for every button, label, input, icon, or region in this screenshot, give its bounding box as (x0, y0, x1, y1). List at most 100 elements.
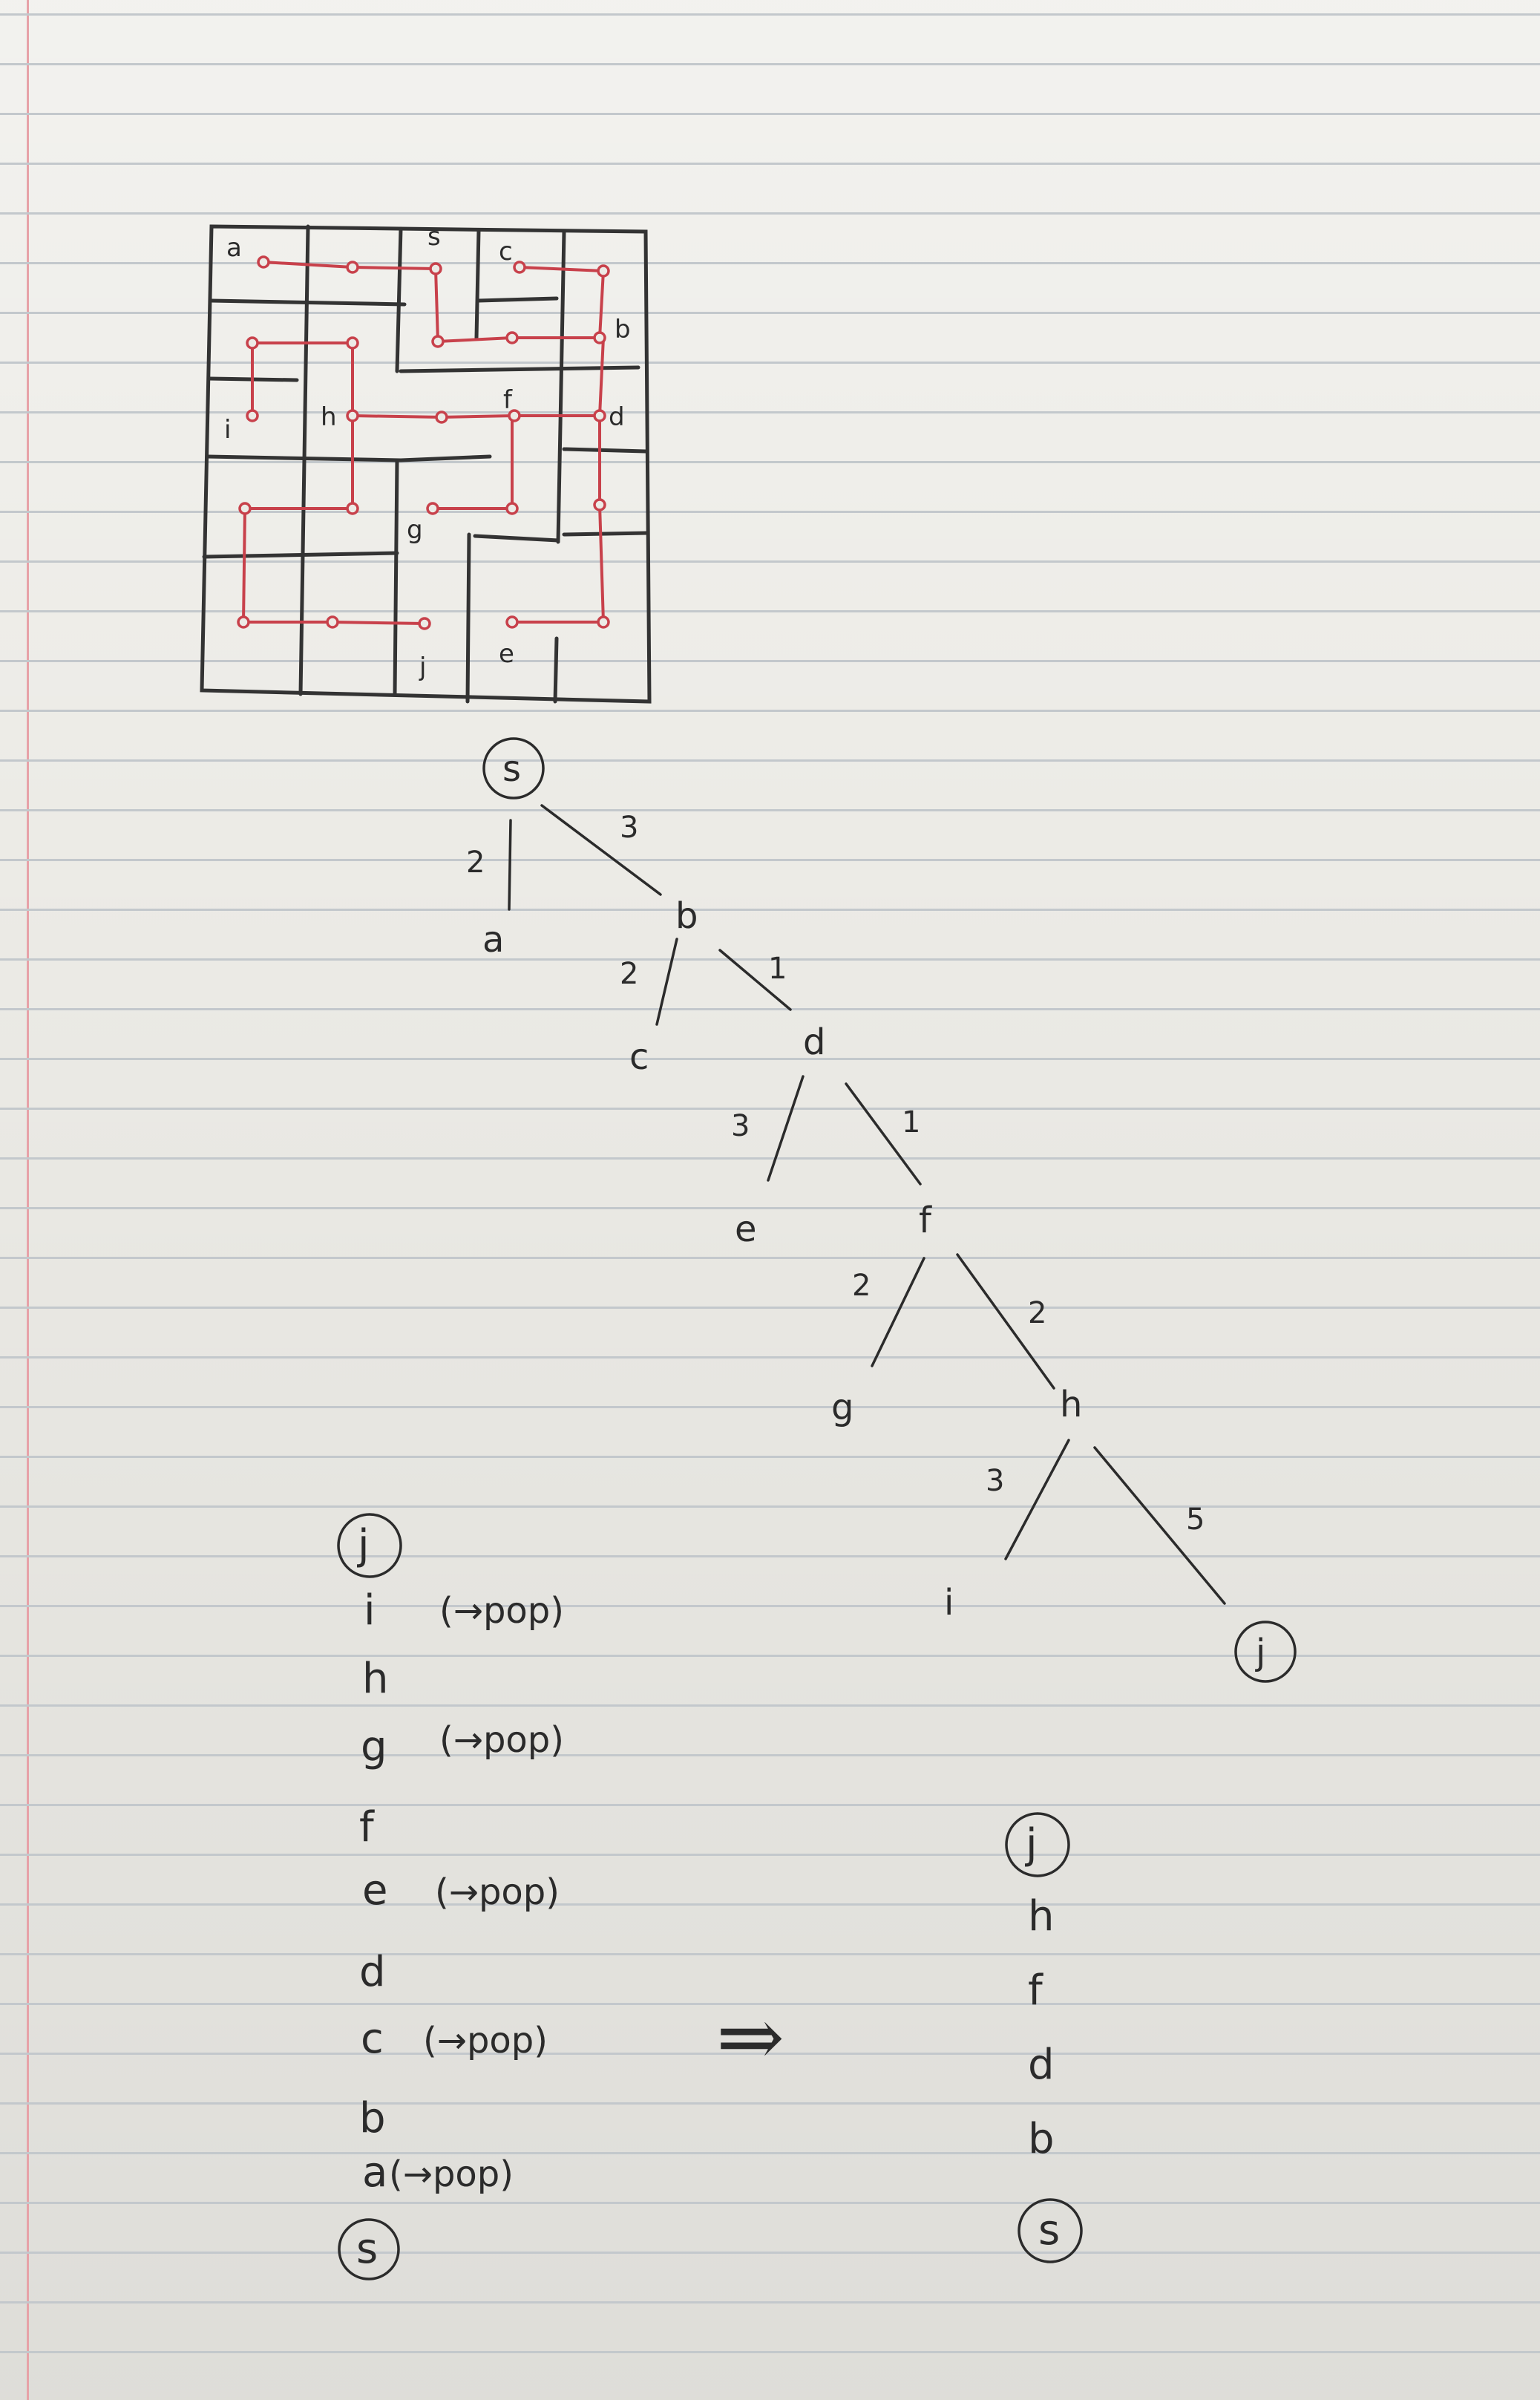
ruled-line (0, 63, 1540, 65)
path-item: s (1038, 2206, 1060, 2255)
ruled-line (0, 1804, 1540, 1806)
maze-label: s (427, 222, 441, 252)
stack-trace: j i (→pop) h g (→pop) f e (→pop) d c (→p… (337, 1513, 564, 2280)
maze-label: b (615, 315, 631, 344)
ruled-line (0, 2202, 1540, 2204)
tree-node-label: s (502, 748, 521, 790)
circled-start-node (482, 737, 545, 800)
maze-nodes (237, 255, 610, 630)
ruled-line (0, 909, 1540, 911)
tree-nodes: s a b c d e f g h i j (482, 737, 1297, 1683)
path-item: d (1028, 2041, 1055, 2089)
circled-path-goal (1005, 1812, 1070, 1877)
edge-weight-label: 2 (1028, 1296, 1046, 1330)
edge-weight-label: 3 (986, 1464, 1004, 1498)
edge-weight-label: 1 (768, 952, 787, 986)
stack-item: i (364, 1586, 376, 1635)
search-tree: 2 3 2 1 3 1 2 2 3 5 s a b c d e f g h i … (466, 737, 1297, 1683)
tree-node-label: b (675, 895, 698, 937)
tree-edge (540, 804, 662, 896)
ruled-line (0, 163, 1540, 165)
stack-item: e (362, 1866, 387, 1915)
ruled-line (0, 759, 1540, 762)
maze-label: c (499, 237, 513, 267)
ruled-line (0, 1754, 1540, 1756)
stack-item: b (359, 2094, 386, 2142)
stack-item: d (359, 1948, 386, 1996)
edge-weight-label: 1 (902, 1105, 920, 1139)
ruled-line (0, 2152, 1540, 2154)
ruled-line (0, 461, 1540, 463)
edge-weight-label: 2 (852, 1269, 871, 1303)
ruled-line (0, 1058, 1540, 1060)
path-item: j (1024, 1820, 1038, 1868)
edge-weight-label: 2 (466, 846, 485, 880)
ruled-line (0, 511, 1540, 513)
edge-weight-label: 2 (620, 957, 638, 991)
path-item: b (1028, 2115, 1055, 2163)
ruled-line (0, 660, 1540, 662)
maze-label: i (224, 415, 231, 445)
ruled-line (0, 1356, 1540, 1358)
margin-line (27, 0, 29, 2400)
maze-label: f (503, 385, 513, 415)
tree-node-label: a (482, 919, 504, 961)
stack-item: f (359, 1803, 375, 1851)
ruled-line (0, 262, 1540, 264)
tree-edge (508, 819, 512, 911)
tree-edges (508, 804, 1226, 1605)
edge-weight-label: 5 (1186, 1503, 1205, 1537)
tree-node-label: c (629, 1036, 649, 1078)
ruled-line (0, 560, 1540, 563)
ruled-line (0, 1307, 1540, 1309)
ruled-line (0, 1257, 1540, 1259)
edge-weight-label: 3 (731, 1109, 750, 1143)
maze-label: a (226, 233, 242, 263)
path-item: f (1028, 1966, 1043, 2015)
ruled-line (0, 610, 1540, 612)
tree-edge (767, 1075, 805, 1182)
ruled-line (0, 411, 1540, 413)
maze-labels: a s c b i h f d g j e (224, 222, 631, 682)
maze-label: j (419, 653, 426, 682)
circled-stack-bottom (338, 2218, 400, 2280)
ruled-line (0, 958, 1540, 961)
edge-weights: 2 3 2 1 3 1 2 2 3 5 (466, 811, 1205, 1537)
ruled-line (0, 809, 1540, 811)
tree-node-label: h (1060, 1384, 1082, 1425)
ruled-line (0, 1406, 1540, 1408)
ruled-line (0, 1854, 1540, 1856)
stack-item: j (356, 1521, 370, 1569)
edge-weight-label: 3 (620, 811, 638, 845)
ruled-line (0, 362, 1540, 364)
ruled-line (0, 1704, 1540, 1707)
tree-edge (718, 949, 792, 1011)
tree-node-label: f (919, 1200, 932, 1241)
ruled-line (0, 1008, 1540, 1010)
ruled-line (0, 1655, 1540, 1657)
stack-item: s (356, 2225, 378, 2273)
ruled-line (0, 710, 1540, 712)
tree-node-label: i (944, 1582, 954, 1624)
maze-label: h (321, 402, 337, 432)
stack-note: (→pop) (389, 2154, 514, 2195)
ruled-line (0, 2053, 1540, 2055)
circled-goal-node (1234, 1621, 1297, 1683)
maze-solution-path (242, 261, 605, 625)
ruled-line (0, 1555, 1540, 1557)
ruled-line (0, 859, 1540, 861)
stack-note: (→pop) (439, 1719, 564, 1761)
tree-edge (1093, 1446, 1226, 1605)
implies-arrow: ⇒ (716, 1989, 784, 2085)
stack-item: h (362, 1655, 389, 1703)
ruled-line (0, 13, 1540, 16)
tree-edge (956, 1253, 1055, 1390)
ruled-line (0, 1953, 1540, 1955)
ruled-line (0, 1108, 1540, 1110)
ruled-line (0, 1207, 1540, 1209)
ruled-line (0, 1605, 1540, 1607)
stack-note: (→pop) (435, 1871, 560, 1913)
stack-item: a (362, 2148, 387, 2197)
